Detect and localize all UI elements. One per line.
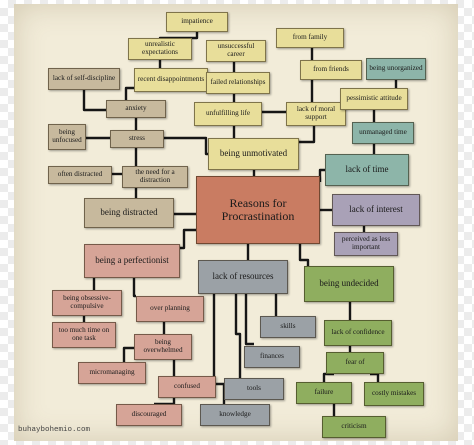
node-being-overwhelmed: being overwhelmed <box>134 334 192 360</box>
node-knowledge: knowledge <box>200 404 270 426</box>
link-fear-costly <box>370 372 380 382</box>
link-center-perfectionist <box>180 228 196 250</box>
link-time-center <box>318 168 325 182</box>
node-criticism: criticism <box>322 416 386 438</box>
node-stress: stress <box>110 130 164 148</box>
node-impatience: impatience <box>166 12 228 32</box>
node-anxiety: anxiety <box>106 100 166 118</box>
link-resources-tools <box>234 294 242 378</box>
node-confused: confused <box>158 376 216 398</box>
node-unsuccessful-career: unsuccessful career <box>206 40 266 62</box>
node-tools: tools <box>224 378 284 400</box>
node-lack-of-time: lack of time <box>325 154 409 186</box>
node-from-friends: from friends <box>300 60 362 80</box>
node-perceived-less-important: perceived as less important <box>334 232 398 256</box>
node-being-undecided: being undecided <box>304 266 394 302</box>
link-perfectionist-overplanning <box>132 278 136 298</box>
link-fear-failure <box>322 372 334 382</box>
node-recent-disappointments: recent disappointments <box>134 68 208 92</box>
node-failed-relationships: failed relationships <box>206 72 270 94</box>
node-finances: finances <box>244 346 300 368</box>
link-discipline-anxiety <box>82 90 106 112</box>
node-costly-mistakes: costly mistakes <box>364 382 424 406</box>
node-lack-of-resources: lack of resources <box>198 260 288 294</box>
node-being-unmotivated: being unmotivated <box>208 138 299 170</box>
node-over-planning: over planning <box>136 296 204 322</box>
node-being-obsessive-compulsive: being obsessive-compulsive <box>52 290 122 316</box>
node-lack-of-moral-support: lack of moral support <box>286 102 346 126</box>
link-stress-unmotivated <box>164 136 208 156</box>
node-skills: skills <box>260 316 316 338</box>
node-reasons-for-procrastination: Reasons for Procrastination <box>196 176 320 244</box>
node-fear-of: fear of <box>326 352 384 374</box>
node-often-distracted: often distracted <box>48 166 112 184</box>
node-unfulfilling-life: unfulfilling life <box>194 102 262 126</box>
node-pessimistic-attitude: pessimistic attitude <box>340 88 408 110</box>
link-recent-anxiety <box>124 86 134 100</box>
node-too-much-time: too much time on one task <box>52 322 116 348</box>
node-being-unfocused: being unfocused <box>48 124 86 150</box>
node-micromanaging: micromanaging <box>78 362 146 384</box>
node-discouraged: discouraged <box>116 404 182 426</box>
node-lack-of-confidence: lack of confidence <box>324 320 392 346</box>
node-lack-of-interest: lack of interest <box>332 194 420 226</box>
link-moral-unmotivated <box>299 126 316 144</box>
node-need-for-distraction: the need for a distraction <box>122 166 188 188</box>
node-from-family: from family <box>276 28 344 48</box>
node-unmanaged-time: unmanaged time <box>352 122 414 144</box>
node-failure: failure <box>296 382 352 404</box>
node-unrealistic-expectations: unrealistic expectations <box>128 38 192 60</box>
source-credit: buhaybohemio.com <box>18 426 91 434</box>
node-lack-of-self-discipline: lack of self-discipline <box>48 68 120 90</box>
node-being-a-perfectionist: being a perfectionist <box>84 244 180 278</box>
link-center-undecided <box>298 244 310 266</box>
link-resources-finances <box>244 294 254 346</box>
node-being-unorganized: being unorganized <box>366 58 426 80</box>
link-overwhelmed-micromanaging <box>122 346 134 362</box>
node-being-distracted: being distracted <box>84 198 174 228</box>
mind-map: impatience unrealistic expectations unsu… <box>14 4 458 441</box>
